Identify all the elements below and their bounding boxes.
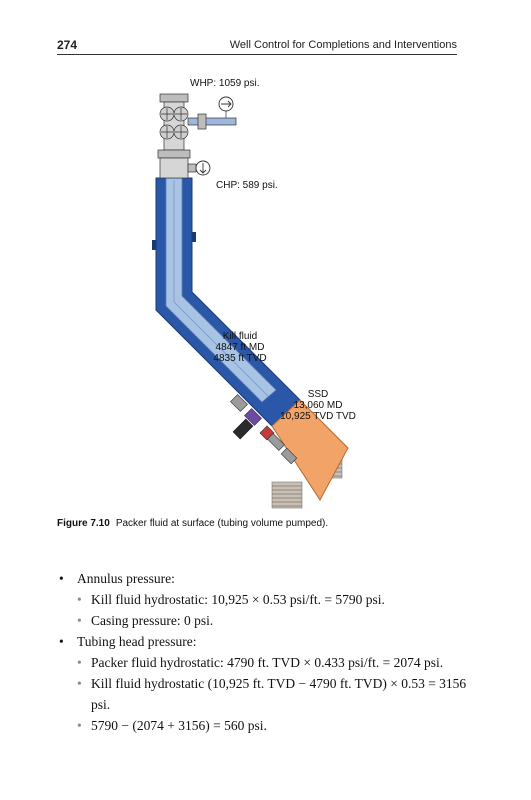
casing-shoe-left xyxy=(152,240,156,250)
kill-fluid-md: 4847 ft MD xyxy=(216,342,265,353)
whp-label: WHP: 1059 psi. xyxy=(190,78,259,89)
ssd-assembly xyxy=(230,394,298,465)
casing-shoe-right xyxy=(192,232,196,242)
list-item-annulus: Annulus pressure: xyxy=(57,568,467,589)
list-subitem: Kill fluid hydrostatic: 10,925 × 0.53 ps… xyxy=(57,589,467,610)
wellbore-figure: WHP: 1059 psi. CHP: 589 psi. Kill fluid … xyxy=(0,70,531,510)
chp-label: CHP: 589 psi. xyxy=(216,180,278,191)
figure-number: Figure 7.10 xyxy=(57,518,110,529)
flow-line xyxy=(187,117,237,126)
list-subitem: Casing pressure: 0 psi. xyxy=(57,610,467,631)
tubing-bore-line xyxy=(173,180,269,397)
casing-head xyxy=(159,157,189,179)
page-header: 274 Well Control for Completions and Int… xyxy=(57,38,457,54)
christmas-tree xyxy=(157,93,237,179)
kill-fluid-label: Kill fluid xyxy=(223,331,257,342)
list-subitem: Packer fluid hydrostatic: 4790 ft. TVD ×… xyxy=(57,652,467,673)
caption-text: Packer fluid at surface (tubing volume p… xyxy=(115,518,329,529)
figure-caption: Figure 7.10 Packer fluid at surface (tubi… xyxy=(57,518,477,529)
list-subitem: 5790 − (2074 + 3156) = 560 psi. xyxy=(57,715,467,736)
page-number: 274 xyxy=(57,38,78,52)
list-subitem: Kill fluid hydrostatic (10,925 ft. TVD −… xyxy=(57,673,467,715)
header-rule xyxy=(57,54,457,55)
running-title: Well Control for Completions and Interve… xyxy=(229,39,457,51)
annulus-packer-fluid xyxy=(271,399,349,501)
kill-fluid-tvd: 4835 ft TVD xyxy=(213,353,266,364)
wing-valve xyxy=(197,113,207,130)
ssd-md: 13,060 MD xyxy=(294,400,343,411)
ssd-label: SSD xyxy=(308,389,329,400)
list-item-tubing-head: Tubing head pressure: xyxy=(57,631,467,652)
formation-hatch-left xyxy=(271,481,303,509)
ssd-tvd: 10,925 TVD TVD xyxy=(280,411,356,422)
wellbore-diagram: WHP: 1059 psi. CHP: 589 psi. Kill fluid … xyxy=(152,78,356,509)
pressure-list: Annulus pressure: Kill fluid hydrostatic… xyxy=(57,568,467,736)
